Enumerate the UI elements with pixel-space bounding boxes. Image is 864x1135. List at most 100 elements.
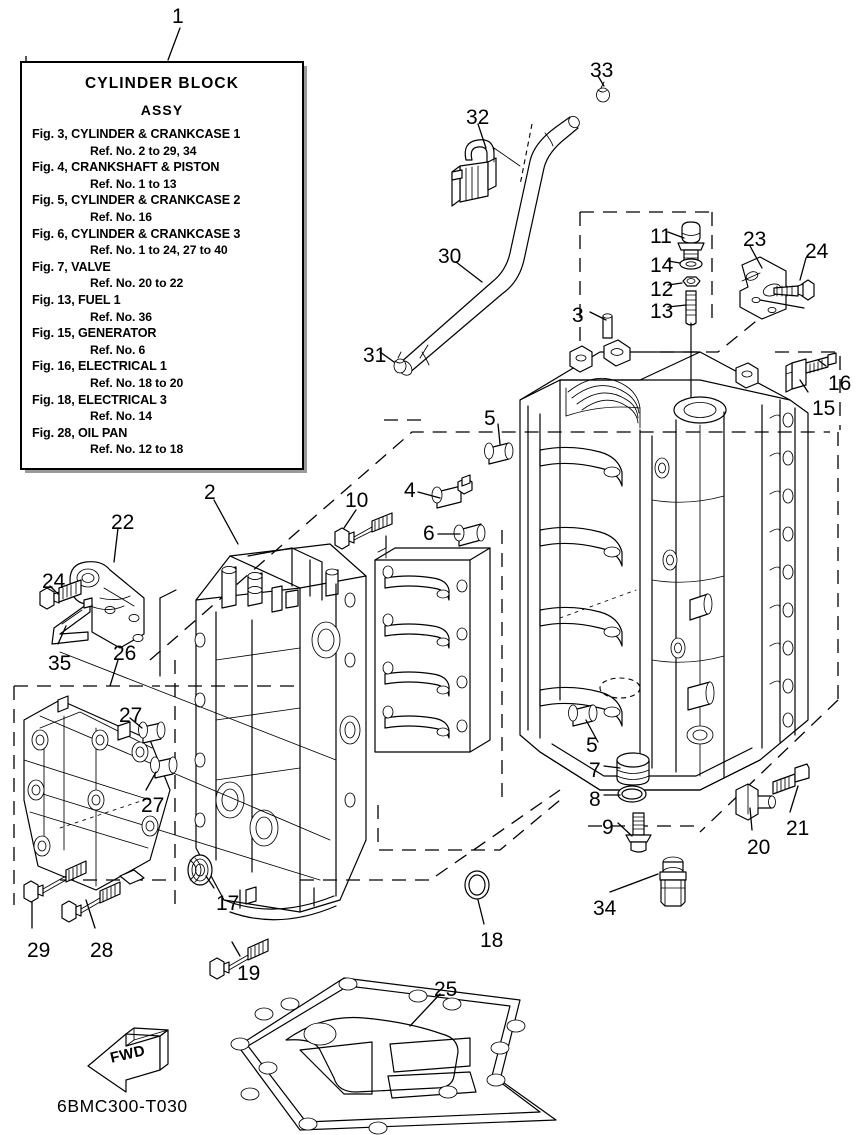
callout-clip: 33 xyxy=(590,59,614,82)
legend-entry-reference: Ref. No. 16 xyxy=(90,210,152,225)
legend-entry-reference: Ref. No. 18 to 20 xyxy=(90,376,184,391)
legend-entry: Fig. 18, ELECTRICAL 3 Ref. No. 14 xyxy=(28,392,296,425)
part-33-clip xyxy=(596,81,610,103)
callout-dowel-sleeve: 5 xyxy=(586,734,598,757)
part-17-oil-seal xyxy=(187,854,213,886)
part-32-tube-clamp xyxy=(451,139,521,207)
legend-title: CYLINDER BLOCK xyxy=(84,75,240,92)
part-24-flange-bolt-right xyxy=(773,279,815,301)
part-28-bolt xyxy=(61,881,121,923)
callout-bolt: 29 xyxy=(27,939,51,962)
callout-flange-bolt: 24 xyxy=(42,570,66,593)
legend-entry-figure: Fig. 4, CRANKSHAFT & PISTON xyxy=(32,160,220,175)
legend-entry-reference: Ref. No. 1 to 13 xyxy=(90,176,177,191)
gasket-bolt-holes xyxy=(230,977,526,1135)
leader-lines xyxy=(31,27,827,1027)
legend-entry-reference: Ref. No. 14 xyxy=(90,409,152,424)
callout-bracket: 23 xyxy=(743,228,767,251)
legend-entry-figure: Fig. 16, ELECTRICAL 1 xyxy=(32,359,167,374)
callout-washer: 14 xyxy=(650,254,674,277)
callout-relief-valve: 34 xyxy=(593,897,617,920)
part-22-bracket xyxy=(69,561,177,677)
callout-oil-pump-assy: 26 xyxy=(113,642,137,665)
part-19-bolt xyxy=(209,938,269,980)
callout-flange-bolt: 9 xyxy=(602,816,614,839)
legend-entry-figure: Fig. 15, GENERATOR xyxy=(32,326,157,341)
part-4-fitting xyxy=(431,474,473,509)
legend-entry: Fig. 6, CYLINDER & CRANKCASE 3 Ref. No. 1… xyxy=(28,226,296,259)
legend-entry-reference: Ref. No. 6 xyxy=(90,342,146,357)
callout-bolt: 19 xyxy=(237,962,261,985)
callout-cap-plug: 7 xyxy=(589,759,601,782)
part-10-bolt xyxy=(334,512,393,550)
legend-entry-reference: Ref. No. 20 to 22 xyxy=(90,276,184,291)
bearing-saddles xyxy=(539,446,623,727)
part-6-dowel-sleeve xyxy=(453,523,486,547)
legend-entry: Fig. 7, VALVE Ref. No. 20 to 22 xyxy=(28,259,296,292)
callout-clamp-bracket: 35 xyxy=(48,652,72,675)
legend-entry-figure: Fig. 6, CYLINDER & CRANKCASE 3 xyxy=(32,226,241,241)
callout-flange-bolt: 11 xyxy=(650,225,672,248)
part-27-dowel-sleeve-upper xyxy=(138,721,166,744)
part-2-crankcase xyxy=(29,543,367,921)
callout-bolt: 28 xyxy=(90,939,114,962)
part-16-screw xyxy=(805,352,837,374)
part-15-anode-plate xyxy=(785,358,807,393)
crankcase-top-detail xyxy=(221,547,339,613)
part-21-screw xyxy=(772,763,810,795)
legend-entry: Fig. 5, CYLINDER & CRANKCASE 2 Ref. No. 1… xyxy=(28,192,296,225)
legend-entry-reference: Ref. No. 1 to 24, 27 to 40 xyxy=(90,243,228,258)
callout-bracket: 22 xyxy=(111,511,135,534)
part-13-stud-bolt xyxy=(685,290,697,403)
drawing-code: 6BMC300-T030 xyxy=(57,1096,188,1116)
callout-dowel-sleeve: 5 xyxy=(484,407,496,430)
part-29-bolt xyxy=(23,860,87,903)
flange-bolt-holes xyxy=(782,412,794,728)
part-7-cap-plug xyxy=(616,752,650,786)
part-18-o-ring xyxy=(464,870,490,900)
legend-subtitle: ASSY xyxy=(140,102,184,118)
part-14-washer xyxy=(679,258,703,270)
part-5-dowel-sleeve-lower xyxy=(568,704,598,727)
legend-entry: Fig. 16, ELECTRICAL 1 Ref. No. 18 to 20 xyxy=(28,358,296,391)
part-8-o-ring xyxy=(617,785,647,803)
part-24-flange-bolt-left xyxy=(39,579,82,610)
main-bearing-bore xyxy=(565,377,641,429)
callout-bolt: 10 xyxy=(345,489,369,512)
legend-entry-figure: Fig. 13, FUEL 1 xyxy=(32,293,121,308)
callout-oil-seal: 17 xyxy=(216,892,240,915)
callout-anode-plate: 15 xyxy=(812,397,836,420)
legend-entry-figure: Fig. 7, VALVE xyxy=(32,259,111,274)
callout-nut: 12 xyxy=(650,278,674,301)
callout-dowel-sleeve: 6 xyxy=(423,522,435,545)
part-25-gasket xyxy=(230,977,557,1135)
fwd-arrow-icon xyxy=(87,1027,169,1093)
part-34-relief-valve xyxy=(659,856,687,907)
part-31-clip xyxy=(393,351,407,374)
part-12-nut xyxy=(682,276,701,287)
callout-tube-clamp: 32 xyxy=(466,106,490,129)
part-35-clamp-bracket xyxy=(51,597,93,645)
part-27-dowel-sleeve-lower xyxy=(150,756,178,779)
callout-dowel-pin: 3 xyxy=(572,304,584,327)
rack-cutouts xyxy=(382,565,468,739)
crankcase-rack-middle xyxy=(374,535,491,753)
part-5-dowel-sleeve-upper xyxy=(484,442,514,465)
legend-entry-figure: Fig. 18, ELECTRICAL 3 xyxy=(32,392,167,407)
part-26-oil-pump-assy xyxy=(23,695,171,891)
callout-o-ring: 18 xyxy=(480,929,504,952)
callout-flange-bolt: 24 xyxy=(805,240,829,263)
callout-fitting: 4 xyxy=(404,479,416,502)
legend-entry-figure: Fig. 5, CYLINDER & CRANKCASE 2 xyxy=(32,193,241,208)
callout-clip: 31 xyxy=(363,344,387,367)
part-20-fitting xyxy=(735,783,776,821)
callout-o-ring: 8 xyxy=(589,788,601,811)
callout-stud-bolt: 13 xyxy=(650,300,674,323)
